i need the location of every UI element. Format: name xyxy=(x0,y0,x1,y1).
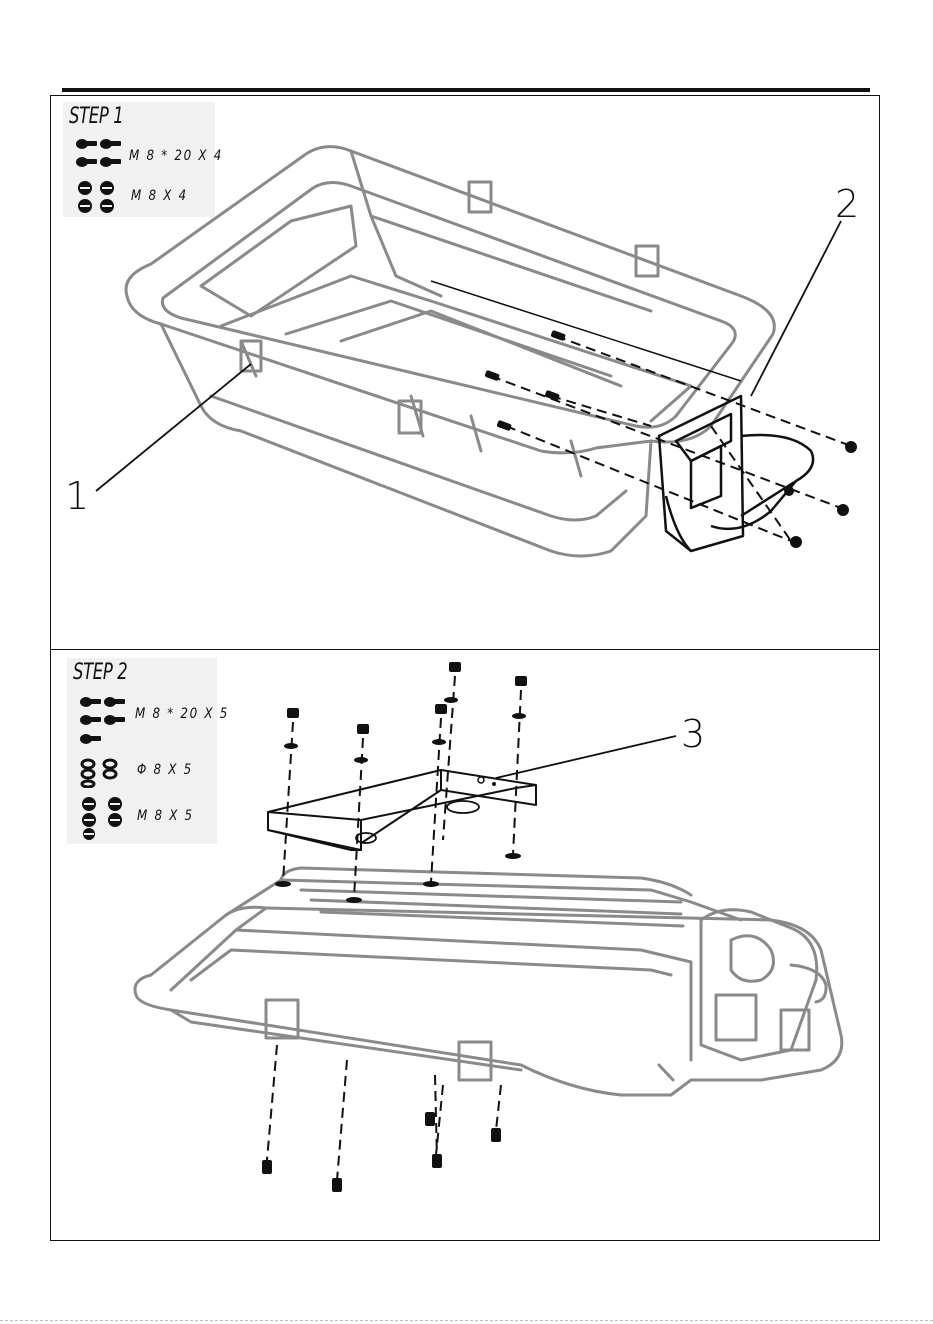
top-rule xyxy=(62,88,870,92)
step1-panel: STEP 1 M 8 * 20 X 4 M 8 X 4 xyxy=(50,95,880,650)
plate-mounting-illustration xyxy=(51,650,881,1242)
callout-3: 3 xyxy=(681,712,705,756)
page-bottom-edge xyxy=(0,1320,933,1321)
tub-and-handle-illustration xyxy=(51,96,881,651)
step2-panel: STEP 2 M 8 * 20 X 5 Φ 8 X 5 M 8 X 5 xyxy=(50,649,880,1241)
callout-2: 2 xyxy=(835,182,859,226)
callout-1: 1 xyxy=(65,474,89,518)
